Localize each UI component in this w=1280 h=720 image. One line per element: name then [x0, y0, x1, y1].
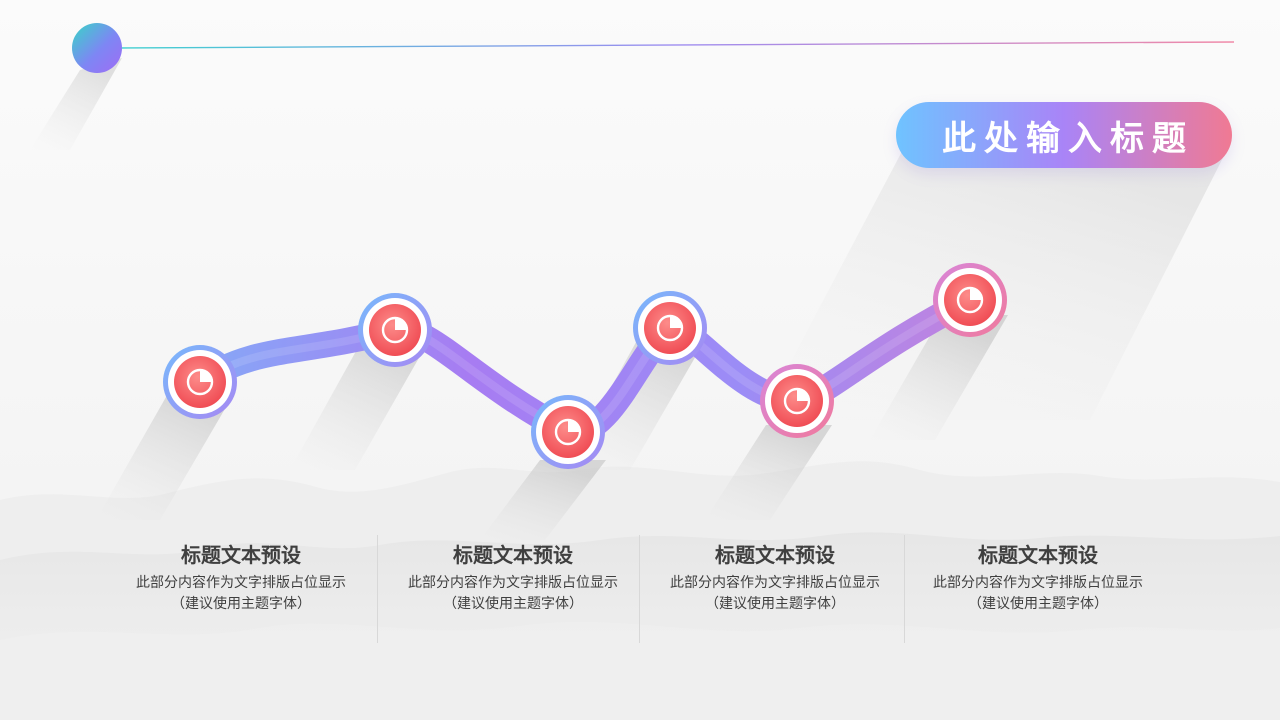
top-accent-line [117, 41, 1235, 49]
card-title: 标题文本预设 [453, 543, 573, 567]
node-1-shadow [96, 390, 236, 520]
card-title: 标题文本预设 [978, 543, 1098, 567]
node-5-shadow [705, 425, 832, 520]
node-2-shadow [290, 335, 432, 470]
timeline-node-5 [760, 364, 834, 438]
card-desc-line-1: 此部分内容作为文字排版占位显示 [408, 575, 618, 591]
pie-chart-icon [186, 368, 214, 396]
card-title: 标题文本预设 [181, 543, 301, 567]
card-desc-line-1: 此部分内容作为文字排版占位显示 [670, 575, 880, 591]
card-description: 此部分内容作为文字排版占位显示 （建议使用主题字体） [644, 573, 906, 615]
card-divider [904, 535, 905, 643]
card-desc-line-1: 此部分内容作为文字排版占位显示 [933, 575, 1143, 591]
timeline-node-1 [163, 345, 237, 419]
pie-chart-icon [381, 316, 409, 344]
card-desc-line-2: （建议使用主题字体） [968, 596, 1108, 612]
card-1: 标题文本预设 此部分内容作为文字排版占位显示 （建议使用主题字体） [110, 535, 372, 645]
node-6-shadow [870, 315, 1008, 440]
node-3-shadow [480, 460, 606, 540]
pie-chart-icon [783, 387, 811, 415]
title-pill: 此处输入标题 [896, 102, 1232, 168]
timeline-node-6 [933, 263, 1007, 337]
card-description: 此部分内容作为文字排版占位显示 （建议使用主题字体） [907, 573, 1169, 615]
cards-row: 标题文本预设 此部分内容作为文字排版占位显示 （建议使用主题字体） 标题文本预设… [110, 535, 1170, 645]
accent-dot [72, 23, 122, 73]
card-4: 标题文本预设 此部分内容作为文字排版占位显示 （建议使用主题字体） [907, 535, 1169, 645]
dot-shadow [30, 58, 122, 150]
timeline-node-4 [633, 291, 707, 365]
card-desc-line-2: （建议使用主题字体） [705, 596, 845, 612]
card-desc-line-1: 此部分内容作为文字排版占位显示 [136, 575, 346, 591]
card-description: 此部分内容作为文字排版占位显示 （建议使用主题字体） [110, 573, 372, 615]
pie-chart-icon [656, 314, 684, 342]
card-desc-line-2: （建议使用主题字体） [443, 596, 583, 612]
pie-chart-icon [956, 286, 984, 314]
card-title: 标题文本预设 [715, 543, 835, 567]
card-3: 标题文本预设 此部分内容作为文字排版占位显示 （建议使用主题字体） [644, 535, 906, 645]
card-2: 标题文本预设 此部分内容作为文字排版占位显示 （建议使用主题字体） [382, 535, 644, 645]
card-divider [639, 535, 640, 643]
card-desc-line-2: （建议使用主题字体） [171, 596, 311, 612]
pie-chart-icon [554, 418, 582, 446]
card-description: 此部分内容作为文字排版占位显示 （建议使用主题字体） [382, 573, 644, 615]
slide-title: 此处输入标题 [942, 118, 1194, 159]
card-divider [377, 535, 378, 643]
timeline-node-2 [358, 293, 432, 367]
mountain-range-near [0, 621, 1280, 720]
timeline-node-3 [531, 395, 605, 469]
